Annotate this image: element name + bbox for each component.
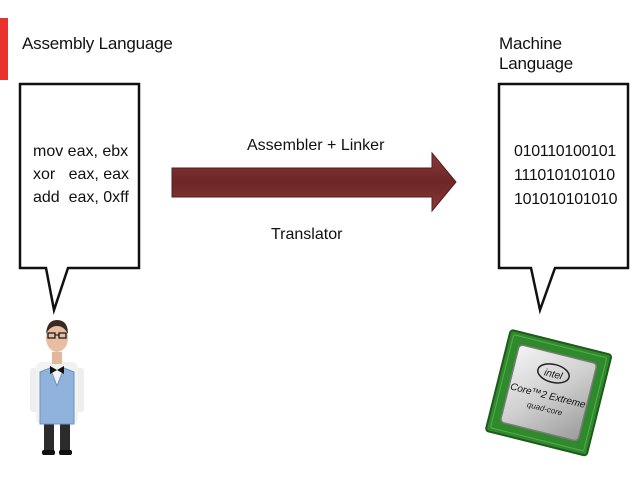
machine-language-heading: Machine Language	[499, 34, 574, 73]
machine-line: 111010101010	[514, 167, 615, 184]
machine-line: 101010101010	[514, 191, 618, 208]
cpu-brand-text: intel	[543, 367, 564, 382]
cpu-chip-image: intel Core™2 Extreme quad-core	[485, 329, 613, 457]
intel-logo-icon	[537, 363, 570, 384]
assembly-line: mov eax, ebx	[33, 143, 129, 160]
translator-label: Translator	[271, 226, 343, 243]
assembly-line: xor eax, eax	[33, 166, 130, 183]
assembler-linker-label: Assembler + Linker	[247, 137, 385, 154]
assembly-language-heading: Assembly Language	[22, 34, 173, 53]
assembly-line: add eax, 0xff	[33, 189, 129, 206]
machine-code-block: 010110100101 111010101010 101010101010	[514, 140, 617, 212]
machine-speech-bubble	[497, 82, 630, 315]
machine-line: 010110100101	[514, 143, 616, 160]
translation-arrow	[171, 151, 457, 213]
programmer-figure	[30, 320, 84, 455]
assembly-code-block: mov eax, ebx xor eax, eax add eax, 0xff	[33, 140, 129, 209]
accent-bar	[0, 18, 8, 80]
assembly-speech-bubble	[18, 82, 141, 315]
